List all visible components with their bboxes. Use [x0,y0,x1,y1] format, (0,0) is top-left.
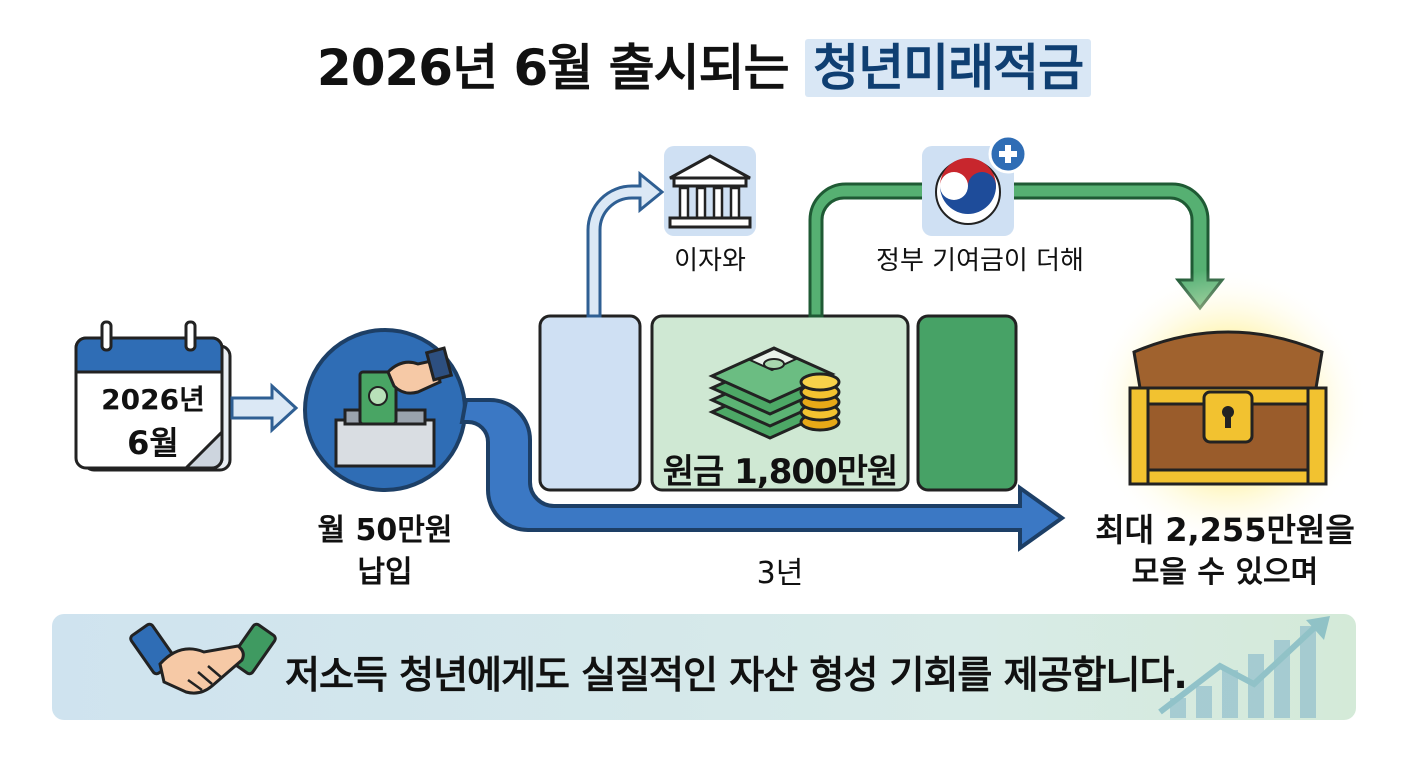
banner-text: 저소득 청년에게도 실질적인 자산 형성 기회를 제공합니다. [285,653,1188,697]
growth-chart-icon [1158,616,1330,718]
message-banner [52,614,1356,720]
title-lead: 2026년 6월 출시되는 [316,39,806,97]
deposit-amount: 월 50만원 [317,513,453,548]
arrow-to-bank [586,170,665,318]
deposit-box-icon [303,328,467,492]
calendar-icon [74,320,232,472]
bank-label: 이자와 [674,246,746,276]
principal-label: 원금 1,800만원 [662,452,899,492]
arrow-government-to-chest [808,182,1226,318]
page-title: 2026년 6월 출시되는 청년미래적금 [0,28,1408,100]
treasure-chest-icon [1088,268,1368,548]
result-line-1: 최대 2,255만원을 [1095,511,1355,549]
government-label: 정부 기여금이 더해 [876,246,1084,276]
title-highlight: 청년미래적금 [805,39,1092,97]
arrow-calendar-to-deposit [230,382,299,434]
deposit-action: 납입 [357,555,413,590]
flow-pipe [459,398,1066,552]
calendar-year: 2026년 [101,383,205,416]
bank-icon [664,146,756,236]
coin-stack-icon [799,372,841,432]
government-block [916,314,1018,492]
handshake-icon [129,622,277,695]
government-emblem-icon [922,146,1014,236]
duration-label: 3년 [756,556,804,591]
plus-icon [988,134,1028,174]
calendar-month: 6월 [127,424,179,462]
interest-block [538,314,642,492]
result-line-2: 모을 수 있으며 [1131,555,1319,590]
